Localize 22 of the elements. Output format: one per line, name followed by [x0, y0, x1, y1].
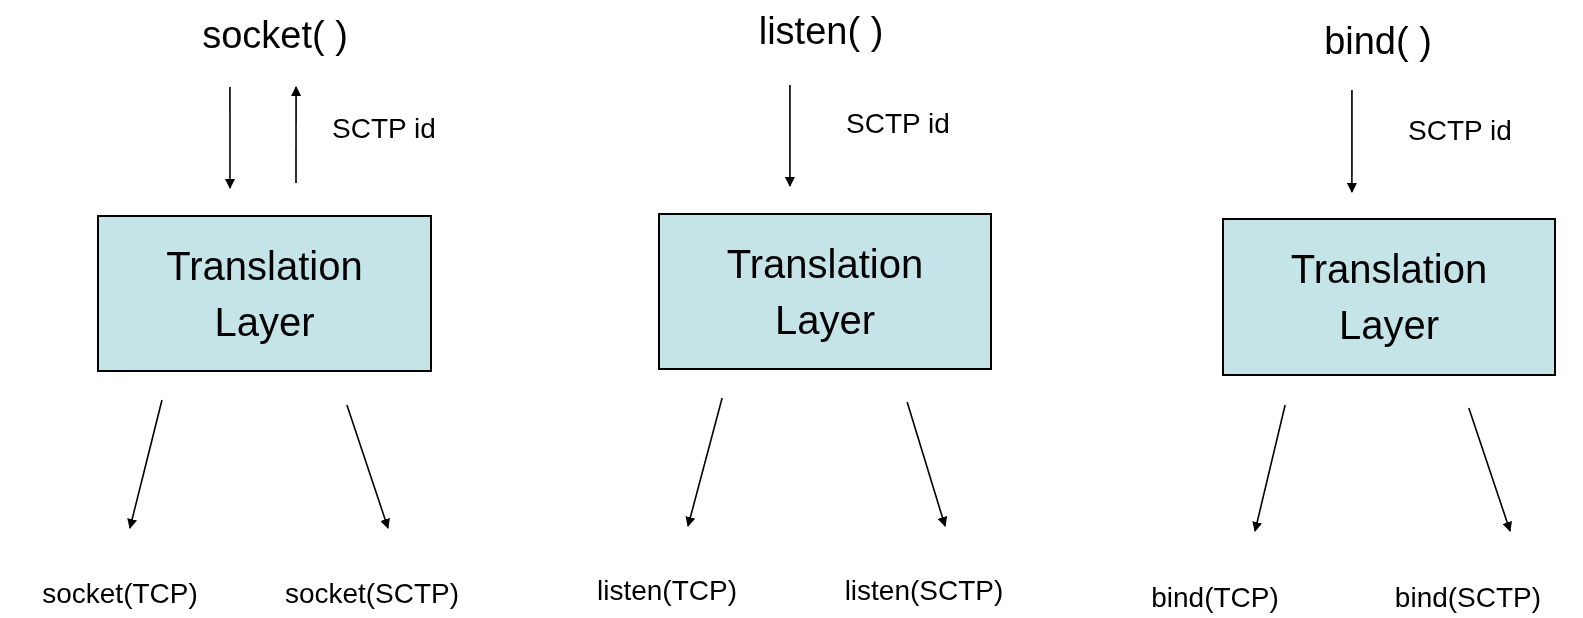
function-call-label: listen( ): [746, 8, 896, 54]
arrow: [906, 401, 948, 527]
process-box: Translation Layer: [1222, 218, 1556, 376]
arrow: [225, 86, 235, 189]
function-call-label: listen(SCTP): [834, 572, 1014, 610]
arrow: [1252, 404, 1286, 532]
function-call-label: bind( ): [1308, 18, 1448, 64]
process-box: Translation Layer: [97, 215, 432, 372]
arrow: [127, 399, 163, 529]
arrow: [685, 397, 723, 527]
function-call-label: listen(TCP): [580, 572, 754, 610]
function-call-label: socket(TCP): [28, 575, 212, 613]
function-call-label: bind(SCTP): [1380, 579, 1556, 617]
arrow: [1346, 89, 1357, 193]
arrow: [1468, 407, 1512, 532]
function-call-label: socket(SCTP): [272, 575, 472, 613]
function-call-label: bind(TCP): [1140, 579, 1290, 617]
arrow: [291, 86, 302, 184]
arrow: [346, 404, 390, 529]
function-call-label: socket( ): [190, 12, 360, 58]
process-box: Translation Layer: [658, 213, 992, 370]
arrow: [784, 84, 795, 187]
